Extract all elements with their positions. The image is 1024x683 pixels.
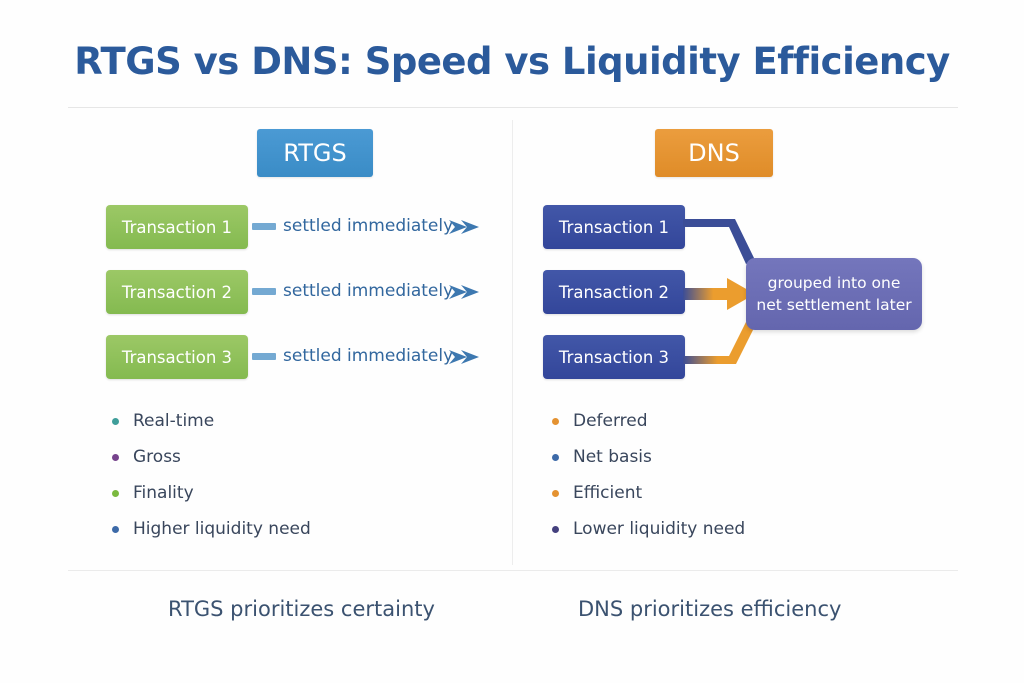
list-item: Deferred: [552, 403, 745, 439]
list-item: Higher liquidity need: [112, 511, 311, 547]
rtgs-transaction-label-2: Transaction 2: [121, 282, 233, 302]
list-item: Efficient: [552, 475, 745, 511]
dns-transaction-box-3: Transaction 3: [543, 335, 685, 379]
rtgs-header-badge: RTGS: [257, 129, 373, 177]
dns-feature-label: Efficient: [573, 483, 643, 503]
rtgs-annotation-2: settled immediately: [283, 281, 454, 301]
bullet-dot-icon: [552, 489, 559, 497]
arrow-right-icon: [449, 350, 479, 364]
rtgs-feature-label: Higher liquidity need: [133, 519, 311, 539]
dns-feature-list: Deferred Net basis Efficient Lower liqui…: [552, 403, 745, 547]
arrow-right-icon: [449, 285, 479, 299]
rtgs-connector-dash-3: [252, 353, 276, 360]
dns-feature-label: Net basis: [573, 447, 652, 467]
list-item: Finality: [112, 475, 311, 511]
rtgs-transaction-box-2: Transaction 2: [106, 270, 248, 314]
dns-group-settlement-box: grouped into one net settlement later: [746, 258, 922, 330]
rtgs-transaction-box-1: Transaction 1: [106, 205, 248, 249]
list-item: Real-time: [112, 403, 311, 439]
dns-transaction-box-2: Transaction 2: [543, 270, 685, 314]
page-title: RTGS vs DNS: Speed vs Liquidity Efficien…: [74, 40, 950, 83]
dns-connector-line-1: [683, 219, 755, 264]
dns-transaction-label-1: Transaction 1: [558, 217, 670, 237]
list-item: Gross: [112, 439, 311, 475]
footer-divider: [68, 570, 958, 571]
dns-group-line-2: net settlement later: [756, 296, 912, 314]
rtgs-feature-label: Finality: [133, 483, 194, 503]
dns-transaction-label-2: Transaction 2: [558, 282, 670, 302]
rtgs-feature-label: Real-time: [133, 411, 215, 431]
rtgs-transaction-label-3: Transaction 3: [121, 347, 233, 367]
rtgs-footer-caption: RTGS prioritizes certainty: [168, 597, 435, 621]
rtgs-connector-dash-1: [252, 223, 276, 230]
bullet-dot-icon: [552, 525, 559, 533]
list-item: Lower liquidity need: [552, 511, 745, 547]
rtgs-annotation-3: settled immediately: [283, 346, 454, 366]
title-divider: [68, 107, 958, 108]
dns-feature-label: Lower liquidity need: [573, 519, 746, 539]
arrow-right-icon: [449, 220, 479, 234]
rtgs-annotation-1: settled immediately: [283, 216, 454, 236]
bullet-dot-icon: [112, 489, 119, 497]
dns-transaction-box-1: Transaction 1: [543, 205, 685, 249]
rtgs-transaction-label-1: Transaction 1: [121, 217, 233, 237]
column-divider: [512, 120, 513, 565]
rtgs-feature-list: Real-time Gross Finality Higher liquidit…: [112, 403, 311, 547]
bullet-dot-icon: [112, 417, 119, 425]
dns-footer-caption: DNS prioritizes efficiency: [578, 597, 842, 621]
bullet-dot-icon: [552, 453, 559, 461]
dns-feature-label: Deferred: [573, 411, 648, 431]
dns-connector-line-3: [683, 322, 755, 364]
rtgs-transaction-box-3: Transaction 3: [106, 335, 248, 379]
dns-badge-label: DNS: [688, 139, 740, 167]
bullet-dot-icon: [112, 525, 119, 533]
rtgs-feature-label: Gross: [133, 447, 181, 467]
dns-transaction-label-3: Transaction 3: [558, 347, 670, 367]
list-item: Net basis: [552, 439, 745, 475]
dns-group-line-1: grouped into one: [767, 273, 901, 292]
rtgs-connector-dash-2: [252, 288, 276, 295]
bullet-dot-icon: [112, 453, 119, 461]
bullet-dot-icon: [552, 417, 559, 425]
dns-connector-arrow-2: [683, 278, 755, 310]
dns-header-badge: DNS: [655, 129, 773, 177]
rtgs-badge-label: RTGS: [283, 139, 347, 167]
